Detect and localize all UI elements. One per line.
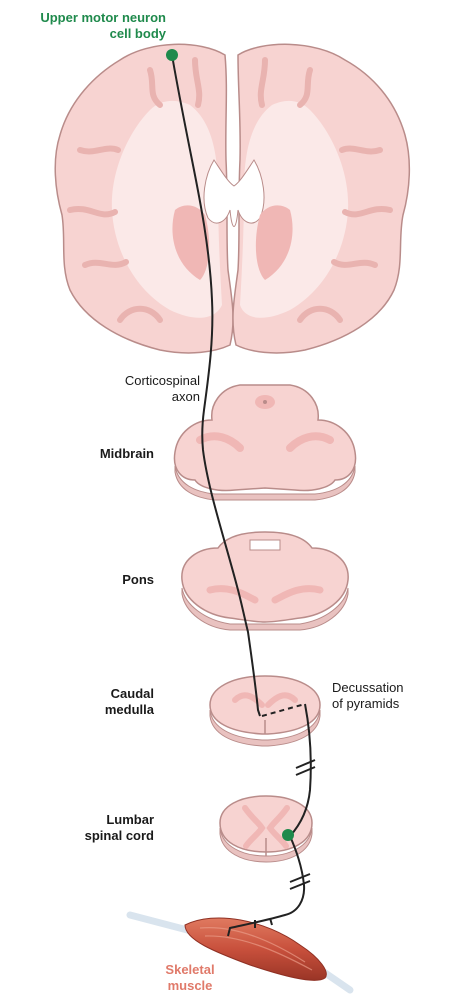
label-caudal-medulla: Caudal medulla bbox=[40, 686, 154, 718]
label-pons: Pons bbox=[40, 572, 154, 588]
brain-coronal-section bbox=[55, 44, 409, 353]
upper-motor-neuron-cell-body bbox=[166, 49, 178, 61]
lower-motor-neuron-cell-body bbox=[282, 829, 294, 841]
label-corticospinal-line2: axon bbox=[80, 389, 200, 405]
label-decussation: Decussation of pyramids bbox=[332, 680, 452, 712]
label-caudal-medulla-line2: medulla bbox=[40, 702, 154, 718]
label-midbrain: Midbrain bbox=[40, 446, 154, 462]
label-corticospinal-axon: Corticospinal axon bbox=[80, 373, 200, 405]
lumbar-spinal-cord-section bbox=[220, 796, 312, 862]
break-mark-2 bbox=[290, 874, 310, 889]
label-corticospinal-line1: Corticospinal bbox=[80, 373, 200, 389]
lateral-ventricles bbox=[204, 160, 264, 227]
label-skeletal-muscle-line2: muscle bbox=[150, 978, 230, 994]
label-lumbar-line2: spinal cord bbox=[40, 828, 154, 844]
label-upper-motor-neuron-line1: Upper motor neuron bbox=[0, 10, 166, 26]
break-mark-1 bbox=[296, 760, 315, 775]
label-decussation-line1: Decussation bbox=[332, 680, 452, 696]
pons-section bbox=[182, 532, 348, 630]
caudal-medulla-section bbox=[210, 676, 320, 746]
label-skeletal-muscle-line1: Skeletal bbox=[150, 962, 230, 978]
label-lumbar-spinal-cord: Lumbar spinal cord bbox=[40, 812, 154, 844]
label-upper-motor-neuron: Upper motor neuron cell body bbox=[0, 10, 166, 42]
label-lumbar-line1: Lumbar bbox=[40, 812, 154, 828]
label-skeletal-muscle: Skeletal muscle bbox=[150, 962, 230, 994]
label-caudal-medulla-line1: Caudal bbox=[40, 686, 154, 702]
label-upper-motor-neuron-line2: cell body bbox=[0, 26, 166, 42]
label-decussation-line2: of pyramids bbox=[332, 696, 452, 712]
left-tendon bbox=[130, 915, 195, 932]
